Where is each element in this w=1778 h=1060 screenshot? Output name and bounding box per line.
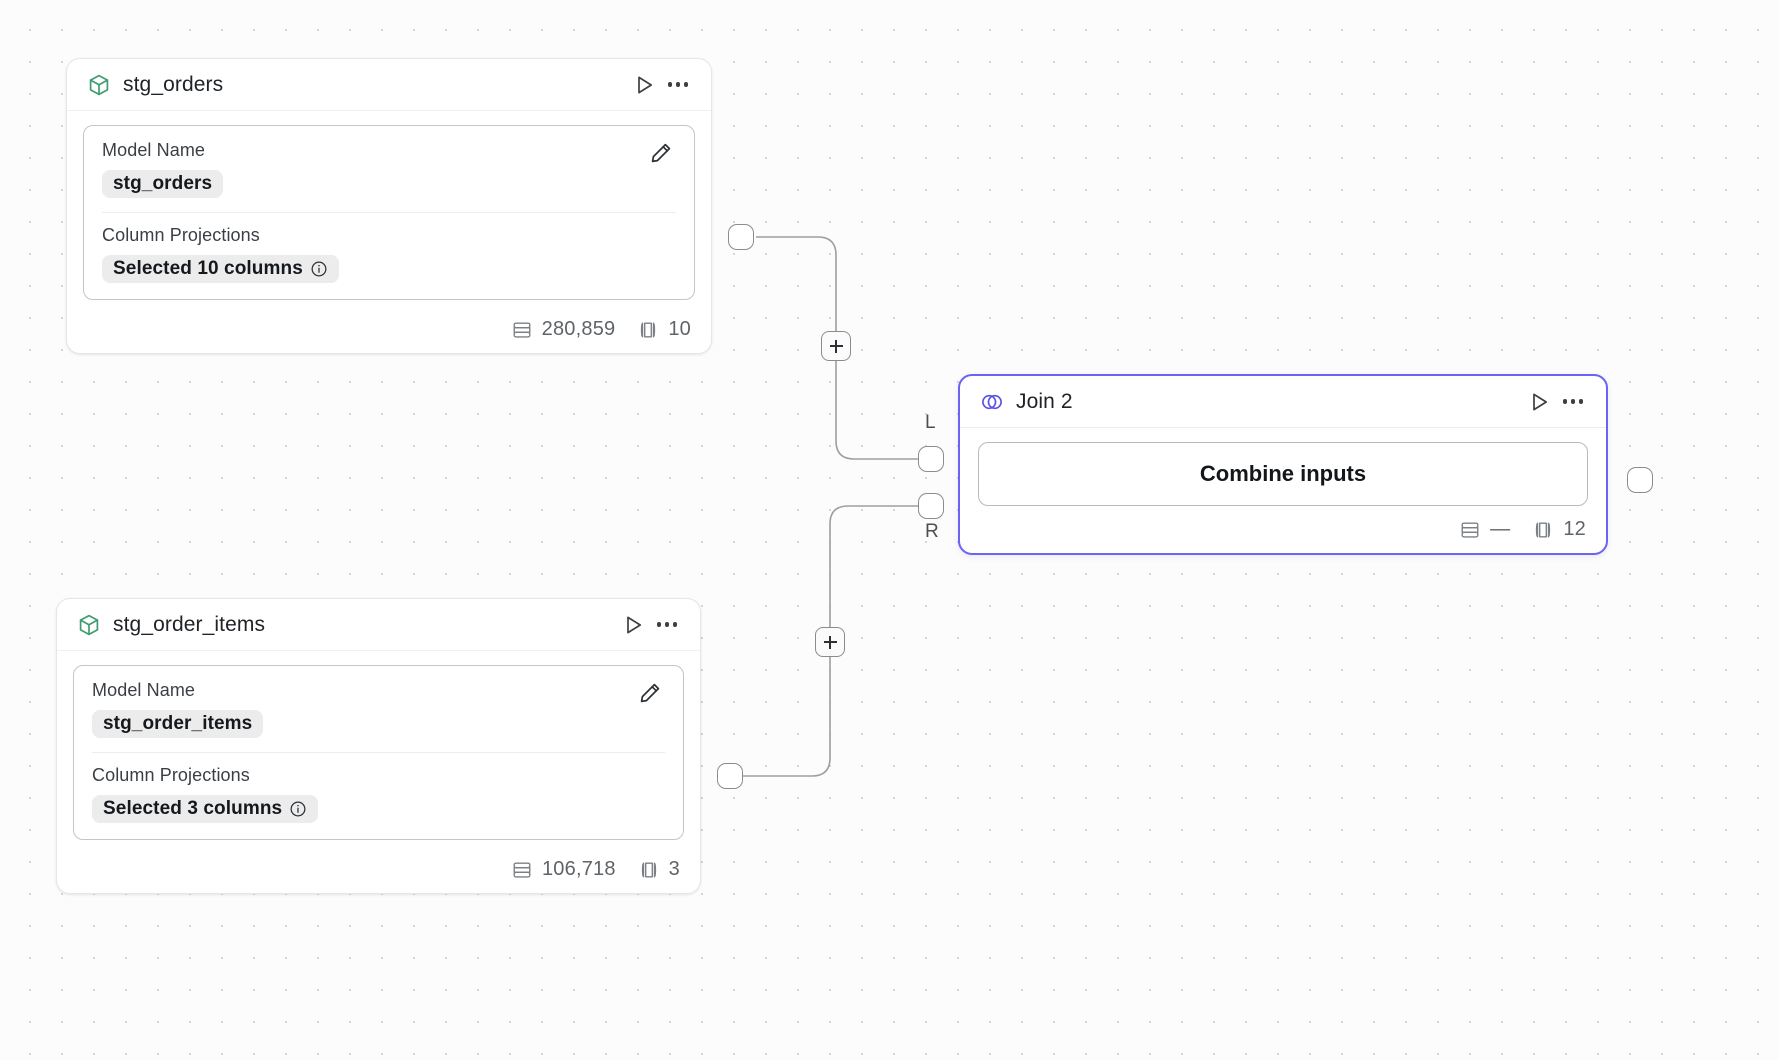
rows-icon <box>511 859 533 881</box>
more-options-icon[interactable] <box>1558 387 1588 417</box>
row-count-stat: 106,718 <box>511 858 616 881</box>
column-projections-text: Selected 10 columns <box>113 258 303 279</box>
rows-icon <box>511 319 533 341</box>
input-handle-join-left[interactable] <box>918 446 944 472</box>
input-handle-right-label: R <box>925 521 939 542</box>
column-projections-value[interactable]: Selected 10 columns <box>102 255 339 283</box>
model-properties-card: Model Name stg_orders Column Projections… <box>83 125 695 300</box>
cube-icon <box>77 613 101 637</box>
info-icon[interactable] <box>310 260 328 278</box>
row-count-stat: — <box>1459 518 1510 541</box>
play-icon[interactable] <box>629 70 659 100</box>
more-options-icon[interactable] <box>663 70 693 100</box>
column-count-value: 10 <box>668 318 691 340</box>
pencil-icon[interactable] <box>635 678 665 708</box>
play-icon[interactable] <box>618 610 648 640</box>
model-name-value[interactable]: stg_order_items <box>92 710 264 738</box>
node-stg-order-items[interactable]: stg_order_items Model Name stg_order_ite… <box>56 598 701 894</box>
column-count-value: 12 <box>1563 518 1586 540</box>
cube-icon <box>87 73 111 97</box>
node-stg-orders[interactable]: stg_orders Model Name stg_orders <box>66 58 712 354</box>
node-title: stg_order_items <box>113 612 266 636</box>
output-handle-stg-order-items[interactable] <box>717 763 743 789</box>
node-title: Join 2 <box>1016 389 1073 413</box>
row-count-value: 280,859 <box>541 318 616 340</box>
columns-icon <box>637 319 659 341</box>
node-stats: — 12 <box>960 510 1606 553</box>
column-count-stat: 12 <box>1532 518 1586 541</box>
row-count-value: 106,718 <box>541 858 616 880</box>
column-count-value: 3 <box>668 858 680 880</box>
column-projections-label: Column Projections <box>102 225 260 245</box>
model-name-label: Model Name <box>92 680 196 700</box>
divider <box>102 212 676 213</box>
column-count-stat: 10 <box>637 318 691 341</box>
node-title: stg_orders <box>123 72 224 96</box>
node-header: stg_orders <box>67 59 711 111</box>
model-name-value[interactable]: stg_orders <box>102 170 224 198</box>
input-handle-join-right[interactable] <box>918 493 944 519</box>
column-count-stat: 3 <box>638 858 680 881</box>
node-header: stg_order_items <box>57 599 700 651</box>
info-icon[interactable] <box>289 800 307 818</box>
rows-icon <box>1459 519 1481 541</box>
input-handle-left-label: L <box>925 412 936 433</box>
venn-join-icon <box>980 390 1004 414</box>
pencil-icon[interactable] <box>646 138 676 168</box>
node-stats: 280,859 10 <box>67 310 711 353</box>
node-join-2[interactable]: Join 2 Combine inputs <box>958 374 1608 555</box>
node-body: Model Name stg_order_items Column Projec… <box>57 651 700 850</box>
divider <box>92 752 665 753</box>
columns-icon <box>638 859 660 881</box>
add-node-on-edge-bottom[interactable] <box>815 627 845 657</box>
play-icon[interactable] <box>1524 387 1554 417</box>
column-projections-label: Column Projections <box>92 765 250 785</box>
model-properties-card: Model Name stg_order_items Column Projec… <box>73 665 684 840</box>
node-body: Model Name stg_orders Column Projections… <box>67 111 711 310</box>
row-count-value: — <box>1490 518 1511 540</box>
columns-icon <box>1532 519 1554 541</box>
add-node-on-edge-top[interactable] <box>821 331 851 361</box>
model-name-label: Model Name <box>102 140 206 160</box>
node-body: Combine inputs <box>960 428 1606 510</box>
output-handle-stg-orders[interactable] <box>728 224 754 250</box>
node-stats: 106,718 3 <box>57 850 700 893</box>
row-count-stat: 280,859 <box>511 318 616 341</box>
node-header: Join 2 <box>960 376 1606 428</box>
column-projections-value[interactable]: Selected 3 columns <box>92 795 319 823</box>
combine-inputs-button[interactable]: Combine inputs <box>978 442 1588 506</box>
more-options-icon[interactable] <box>652 610 682 640</box>
column-projections-text: Selected 3 columns <box>103 798 283 819</box>
output-handle-join-2[interactable] <box>1627 467 1653 493</box>
